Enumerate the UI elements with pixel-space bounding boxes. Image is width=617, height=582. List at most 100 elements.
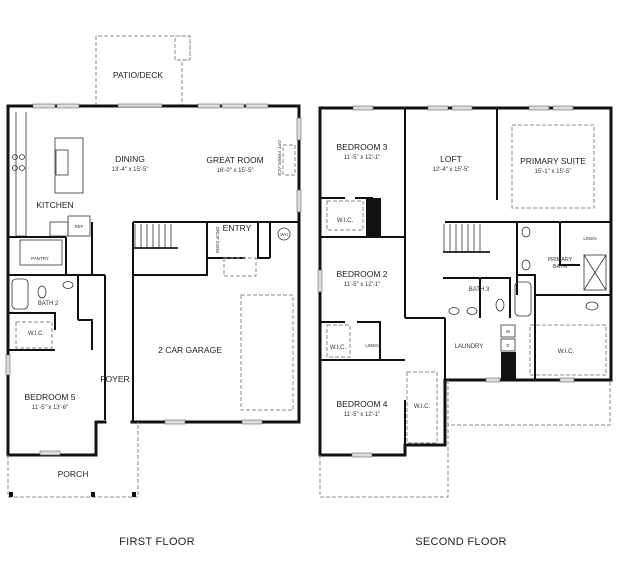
laundry-label: LAUNDRY xyxy=(455,344,484,350)
primary-bath-label: PRIMARY xyxy=(548,257,573,263)
drop-zone-label: DROP ZONE xyxy=(215,227,220,254)
wic-label: W.I.C. xyxy=(28,331,45,337)
patio-label: PATIO/DECK xyxy=(113,70,164,80)
bedroom5-label: BEDROOM 5 xyxy=(24,392,75,402)
kitchen-island xyxy=(54,137,84,194)
refrigerator xyxy=(67,215,91,237)
window xyxy=(39,450,61,456)
porch-column xyxy=(132,492,136,497)
bath3-label: BATH 3 xyxy=(469,287,490,293)
cooktop-burner xyxy=(12,165,18,171)
loft-dims: 12'-4" x 15'-5" xyxy=(433,167,470,173)
linen-label: LINEN xyxy=(365,343,378,348)
window xyxy=(296,189,302,213)
porch-column xyxy=(9,492,13,497)
fireplace-label: OPT. FIREPLACE xyxy=(277,140,282,176)
shower-drain xyxy=(583,254,607,291)
linen-primary-label: LINEN xyxy=(583,236,596,241)
cooktop-burner xyxy=(12,154,18,160)
bathtub xyxy=(11,278,29,310)
chase xyxy=(366,198,381,236)
pantry-shelf xyxy=(19,239,63,266)
pantry-label: PANTRY xyxy=(31,256,49,261)
window xyxy=(241,419,263,425)
dryer xyxy=(500,338,516,352)
window xyxy=(485,377,501,383)
cooktop-burner xyxy=(19,165,25,171)
window xyxy=(32,103,56,109)
entry-label: ENTRY xyxy=(223,223,252,233)
cooktop-burner xyxy=(19,154,25,160)
bath2-label: BATH 2 xyxy=(38,301,59,307)
window xyxy=(5,354,11,376)
patio-steps xyxy=(174,35,191,61)
water-heater-label: WH xyxy=(280,232,288,237)
porch-outline xyxy=(7,422,139,498)
window xyxy=(351,452,373,458)
washer-label: W xyxy=(506,329,511,334)
porch-label: PORCH xyxy=(58,469,89,479)
wic-primary-label: W.I.C. xyxy=(558,349,575,355)
toilet xyxy=(585,301,599,311)
sink-icon xyxy=(55,149,69,176)
kitchen-label: KITCHEN xyxy=(36,200,73,210)
chase xyxy=(501,352,516,380)
bathtub xyxy=(514,281,532,317)
second-floor-plan: W D BEDROOM 3 11'-5" x 12'-1" LOFT 12'-4… xyxy=(317,105,613,548)
first-floor-plan: REF PANTRY DROP ZONE ENTRY WH OPT. FIREP… xyxy=(5,35,302,548)
counter xyxy=(49,221,69,237)
dining-dims: 13'-4" x 15'-5" xyxy=(112,167,149,173)
bedroom3-label: BEDROOM 3 xyxy=(336,142,387,152)
garage-roof-outline xyxy=(319,380,611,498)
sink-icon xyxy=(521,226,531,238)
bedroom2-label: BEDROOM 2 xyxy=(336,269,387,279)
window xyxy=(552,105,574,111)
window xyxy=(528,105,550,111)
entry-steps xyxy=(223,257,257,277)
interior-wall xyxy=(320,108,611,445)
stair-wall xyxy=(132,221,208,422)
wic-outline xyxy=(15,321,53,349)
primary-suite-dims: 15'-1" x 15'-5" xyxy=(535,169,572,175)
garage-label: 2 CAR GARAGE xyxy=(158,345,222,355)
garage-door-outline xyxy=(240,294,294,411)
water-heater xyxy=(277,227,291,241)
stairs xyxy=(443,224,490,253)
shower xyxy=(583,254,607,291)
entry-wall xyxy=(206,221,298,259)
sliding-door xyxy=(117,103,163,108)
kitchen-counter xyxy=(15,112,27,237)
second-floor-exterior-wall xyxy=(318,106,613,457)
bedroom4-dims: 11'-5" x 12'-1" xyxy=(344,412,380,418)
wic4-outline xyxy=(406,371,438,444)
interior-wall xyxy=(8,275,106,420)
window xyxy=(164,419,186,425)
window xyxy=(451,105,473,111)
window xyxy=(245,103,269,109)
toilet xyxy=(495,298,505,312)
wic3-label: W.I.C. xyxy=(337,218,354,224)
bedroom4-label: BEDROOM 4 xyxy=(336,399,387,409)
washer xyxy=(500,324,516,338)
loft-label: LOFT xyxy=(440,154,462,164)
sink-icon xyxy=(466,307,478,315)
sink-icon xyxy=(521,259,531,271)
bedroom3-dims: 11'-5" x 12'-1" xyxy=(344,155,380,161)
great-room-dims: 16'-0" x 15'-5" xyxy=(217,168,254,174)
bedroom2-dims: 11'-5" x 12'-1" xyxy=(344,282,380,288)
foyer-label: FOYER xyxy=(100,374,129,384)
wic2-outline xyxy=(326,324,351,358)
window xyxy=(559,377,575,383)
stairs xyxy=(133,224,178,249)
window xyxy=(221,103,245,109)
tray-ceiling xyxy=(511,124,595,209)
sink-icon xyxy=(448,307,460,315)
second-floor-title: SECOND FLOOR xyxy=(415,536,507,548)
bath3-wall xyxy=(443,277,511,318)
bedroom5-dims: 11'-5" x 13'-6" xyxy=(32,405,68,411)
sink-icon xyxy=(62,281,74,289)
wic3-outline xyxy=(326,200,364,231)
window xyxy=(352,105,374,111)
window xyxy=(197,103,221,109)
